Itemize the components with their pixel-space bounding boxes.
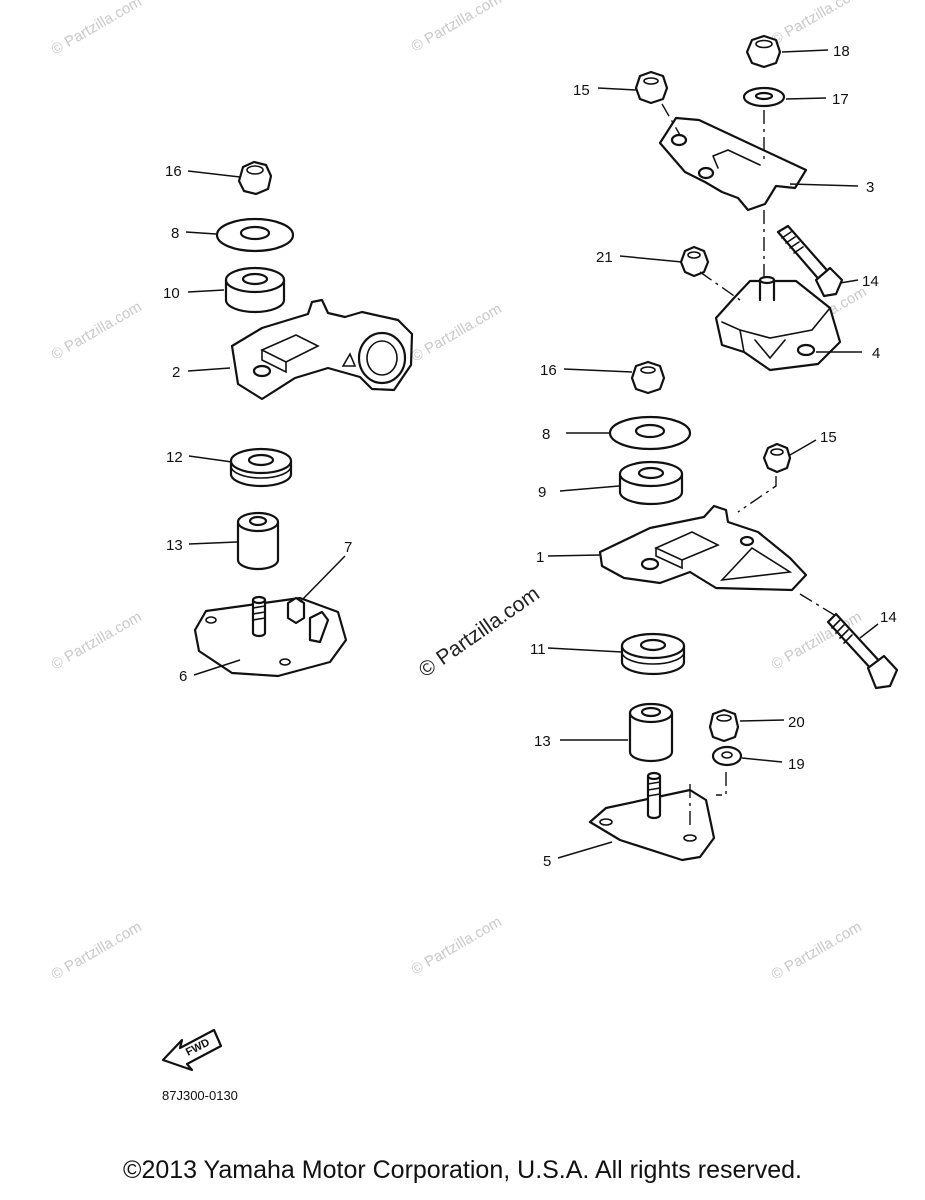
part-3-bracket — [658, 116, 808, 212]
part-5-plate — [588, 771, 716, 862]
diagram-code: 87J300-0130 — [162, 1088, 238, 1103]
part-16-nut-right — [630, 360, 666, 395]
callout-13-right: 13 — [534, 733, 551, 750]
callout-2: 2 — [172, 364, 180, 381]
part-8-washer-right — [608, 415, 692, 451]
callout-8-right: 8 — [542, 426, 550, 443]
watermark-text: © Partzilla.com — [769, 918, 865, 983]
part-11-grommet-right — [620, 632, 686, 676]
part-9-rubber — [618, 460, 684, 506]
part-12-grommet-left — [229, 447, 293, 488]
assembly-lines — [661, 103, 837, 830]
part-7-terminal — [308, 610, 330, 644]
copyright-notice: ©2013 Yamaha Motor Corporation, U.S.A. A… — [123, 1156, 802, 1184]
watermark-text: © Partzilla.com — [409, 0, 505, 55]
part-21-nut — [679, 245, 710, 278]
callout-15-right: 15 — [820, 429, 837, 446]
callout-16-right: 16 — [540, 362, 557, 379]
part-15-nut-right — [762, 442, 792, 474]
part-16-nut-left — [237, 160, 273, 196]
callout-17: 17 — [832, 91, 849, 108]
part-17-washer — [742, 86, 786, 108]
part-2-bracket — [230, 298, 414, 401]
callout-8-left: 8 — [171, 225, 179, 242]
callout-6: 6 — [179, 668, 187, 685]
leader-lines — [185, 49, 879, 859]
callout-numbers: 16 8 10 2 12 13 7 6 18 17 15 3 21 14 4 1… — [163, 43, 897, 870]
callout-7: 7 — [344, 539, 352, 556]
watermark-text-center: © Partzilla.com — [415, 582, 544, 682]
callout-3: 3 — [866, 179, 874, 196]
part-8-washer-left — [215, 217, 295, 253]
part-13-collar-right — [628, 702, 674, 763]
watermark-text: © Partzilla.com — [49, 918, 145, 983]
fwd-arrow-icon: FWD — [161, 1028, 223, 1072]
watermark-text: © Partzilla.com — [49, 0, 145, 58]
callout-10: 10 — [163, 285, 180, 302]
callout-5: 5 — [543, 853, 551, 870]
callout-21: 21 — [596, 249, 613, 266]
watermark-text: © Partzilla.com — [49, 608, 145, 673]
watermark-text: © Partzilla.com — [409, 300, 505, 365]
callout-18: 18 — [833, 43, 850, 60]
callout-4: 4 — [872, 345, 880, 362]
callout-14-lower: 14 — [880, 609, 897, 626]
part-20-nut — [708, 708, 740, 743]
part-13-collar-left — [236, 511, 280, 571]
callout-12: 12 — [166, 449, 183, 466]
part-4-mount — [714, 275, 842, 372]
part-14-bolt-upper — [776, 224, 844, 298]
callout-20: 20 — [788, 714, 805, 731]
callout-14-upper: 14 — [862, 273, 879, 290]
part-1-bracket — [598, 504, 808, 592]
callout-13-left: 13 — [166, 537, 183, 554]
part-15-nut-upper — [634, 70, 669, 105]
part-6-plate — [193, 595, 348, 678]
watermark-text: © Partzilla.com — [49, 298, 145, 363]
watermark-text: © Partzilla.com — [409, 913, 505, 978]
callout-11: 11 — [530, 641, 546, 658]
callout-15-upper: 15 — [573, 82, 590, 99]
callout-9: 9 — [538, 484, 546, 501]
callout-19: 19 — [788, 756, 805, 773]
watermark-text: © Partzilla.com — [769, 0, 865, 48]
part-14-bolt-lower — [826, 612, 899, 690]
part-18-nut — [745, 34, 782, 69]
part-10-rubber-left — [224, 266, 286, 314]
callout-1: 1 — [536, 549, 544, 566]
part-19-washer — [711, 745, 743, 767]
callout-16-left: 16 — [165, 163, 182, 180]
